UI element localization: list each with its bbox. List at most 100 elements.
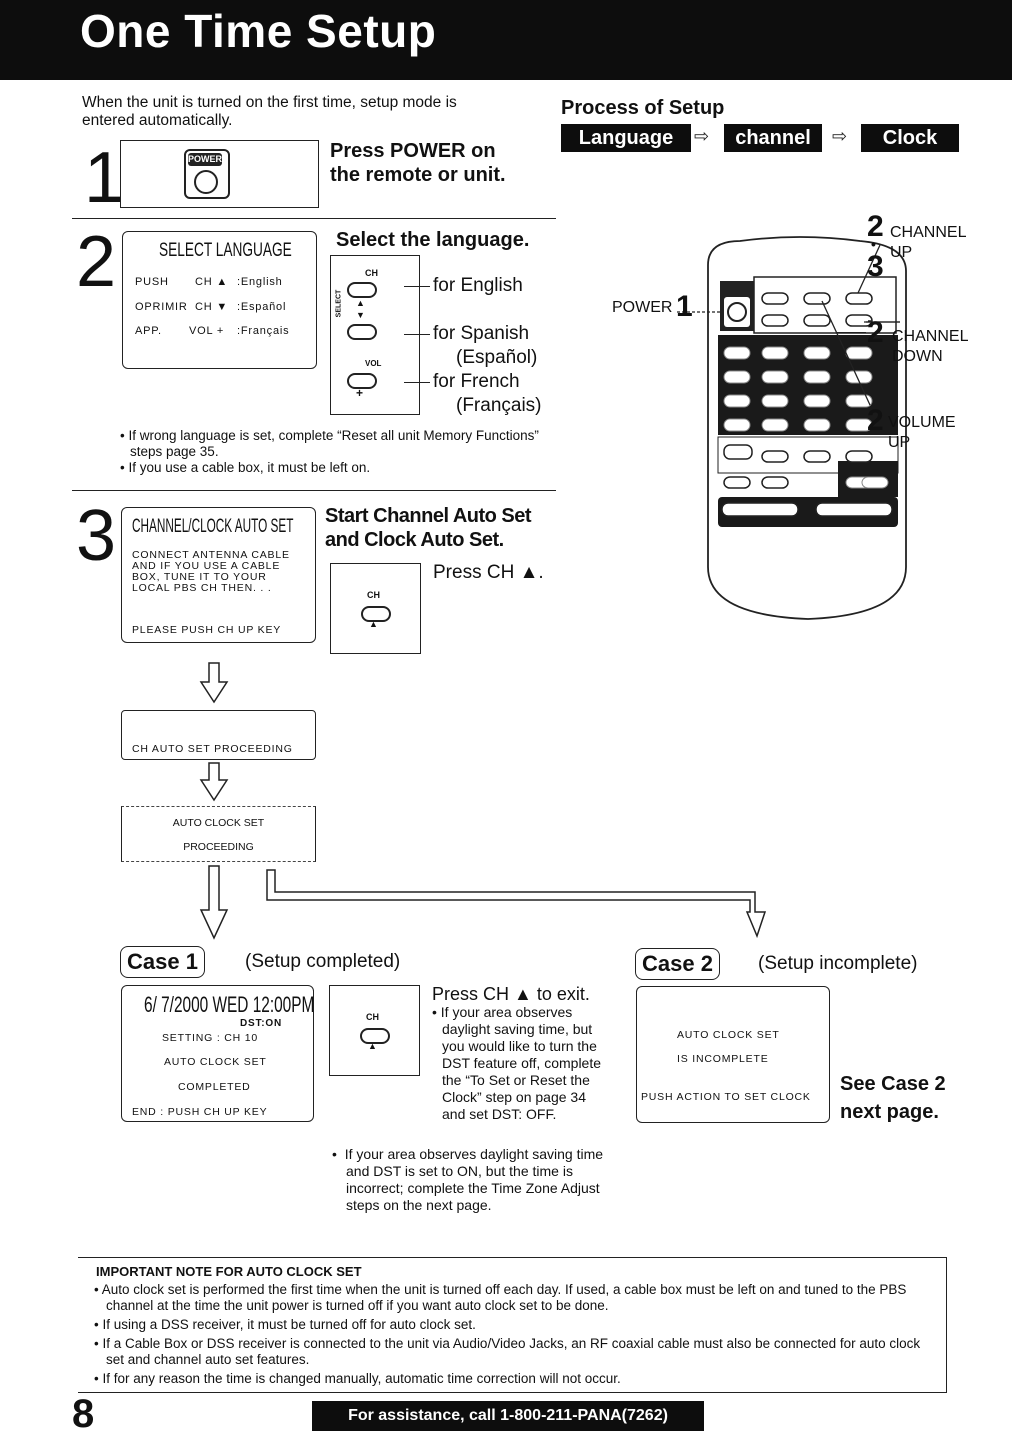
remote-callout-num: 2 (867, 404, 884, 437)
osd-row-value: :Español (237, 301, 287, 313)
osd-line: AUTO CLOCK SET (172, 817, 265, 829)
remote-callout-power-num: 1 (676, 290, 693, 323)
osd-row-key: VOL + (189, 325, 225, 337)
intro-text: When the unit is turned on the first tim… (82, 94, 457, 129)
note-text: If your area observes daylight saving ti… (440, 1004, 602, 1122)
remote-callout-num: 2 (867, 210, 884, 243)
remote-callout-label: VOLUME (888, 414, 956, 431)
ch-down-key[interactable] (347, 324, 377, 340)
branch-right-arrow-icon (266, 869, 767, 939)
remote-callout-label: CHANNEL (890, 224, 967, 241)
osd-footer: PLEASE PUSH CH UP KEY (132, 624, 282, 636)
note-item: • If wrong language is set, complete “Re… (120, 428, 539, 459)
osd-row-key: CH ▲ (195, 276, 229, 288)
remote-callout-num: 2 (867, 316, 884, 349)
leader-line (404, 286, 430, 287)
osd-footer: PUSH ACTION TO SET CLOCK (641, 1091, 811, 1103)
osd-case1: 6/ 7/2000 WED 12:00PM DST:ON SETTING : C… (121, 985, 314, 1122)
note-text: If wrong language is set, complete “Rese… (128, 428, 539, 459)
step3-key-box: CH ▲ (330, 563, 421, 654)
step3-press: Press CH ▲. (433, 562, 544, 583)
osd-line: AND IF YOU USE A CABLE (132, 560, 281, 572)
osd-line: LOCAL PBS CH THEN. . . (132, 582, 272, 594)
ch-key-label: CH (365, 268, 378, 278)
option-french: for French (433, 371, 520, 392)
down-arrow-icon (199, 865, 229, 940)
case1-key-box: CH ▲ (329, 985, 420, 1076)
osd-line: AUTO CLOCK SET (164, 1056, 267, 1068)
remote-callout-label: UP (888, 434, 911, 451)
option-french-native: (Français) (456, 395, 542, 416)
vol-key-label: VOL (365, 359, 382, 368)
osd-auto-clock-set-proceeding: AUTO CLOCK SET PROCEEDING (121, 806, 316, 862)
note-text: Auto clock set is performed the first ti… (101, 1282, 907, 1313)
up-triangle-icon: ▲ (369, 619, 378, 629)
note-item: • If you use a cable box, it must be lef… (120, 460, 371, 475)
remote-callout-power-label: POWER (612, 299, 673, 316)
down-triangle-icon: ▼ (356, 310, 365, 320)
note-text: If for any reason the time is changed ma… (102, 1371, 621, 1386)
case1-press: Press CH ▲ to exit. (432, 984, 590, 1004)
osd-setting: SETTING : CH 10 (162, 1032, 259, 1044)
osd-line: CONNECT ANTENNA CABLE (132, 549, 290, 561)
leader-line (404, 334, 430, 335)
ch-up-key[interactable] (347, 282, 377, 298)
power-button[interactable]: POWER (184, 149, 230, 199)
osd-title: SELECT LANGUAGE (159, 240, 292, 261)
important-note-item: • If using a DSS receiver, it must be tu… (94, 1317, 476, 1332)
select-label: SELECT (335, 289, 343, 318)
page-title: One Time Setup (80, 5, 437, 57)
osd-row-label: PUSH (135, 276, 169, 288)
osd-row-key: CH ▼ (195, 301, 229, 313)
note-text: If your area observes daylight saving ti… (344, 1146, 604, 1213)
step2-instruction: Select the language. (336, 229, 530, 251)
case2-label: Case 2 (635, 948, 720, 980)
remote-control-diagram (677, 236, 907, 620)
case1-label: Case 1 (120, 946, 205, 978)
down-arrow-icon (199, 762, 229, 802)
important-note-item: • Auto clock set is performed the first … (94, 1282, 907, 1313)
bullet: • (871, 236, 876, 252)
hollow-right-arrow-icon: ⇨ (832, 126, 848, 146)
step1-instruction: Press POWER on the remote or unit. (330, 140, 506, 186)
remote-power-button (727, 302, 747, 322)
osd-line: COMPLETED (178, 1081, 251, 1093)
osd-case2: AUTO CLOCK SET IS INCOMPLETE PUSH ACTION… (636, 986, 830, 1123)
case2-see-next-page: See Case 2 next page. (840, 1073, 946, 1123)
up-triangle-icon: ▲ (356, 298, 365, 308)
ch-up-key[interactable] (360, 1028, 390, 1044)
osd-line: PROCEEDING (183, 841, 254, 853)
step1-power-key-box: POWER (120, 140, 319, 208)
note-text: If using a DSS receiver, it must be turn… (102, 1317, 476, 1332)
osd-ch-auto-set-proceeding: CH AUTO SET PROCEEDING (121, 710, 316, 760)
process-step-clock: Clock (861, 124, 959, 152)
osd-row-label: OPRIMIR (135, 301, 188, 313)
case1-note2: • If your area observes daylight saving … (332, 1146, 604, 1213)
osd-line: AUTO CLOCK SET (677, 1029, 780, 1041)
important-note-title: IMPORTANT NOTE FOR AUTO CLOCK SET (96, 1264, 362, 1279)
process-title: Process of Setup (561, 97, 725, 119)
power-button-label: POWER (188, 153, 223, 166)
osd-line: CH AUTO SET PROCEEDING (132, 743, 293, 755)
step3-instruction: Start Channel Auto Set and Clock Auto Se… (325, 505, 532, 551)
osd-channel-clock-auto-set: CHANNEL/CLOCK AUTO SET CONNECT ANTENNA C… (121, 507, 316, 643)
process-step-channel: channel (724, 124, 822, 152)
osd-row: PUSH (135, 276, 169, 288)
step2-notes: • If wrong language is set, complete “Re… (120, 428, 560, 476)
osd-dst: DST:ON (240, 1018, 283, 1029)
important-note-item: • If a Cable Box or DSS receiver is conn… (94, 1336, 921, 1367)
divider (72, 490, 556, 491)
option-spanish: for Spanish (433, 323, 530, 344)
osd-row-value: :English (237, 276, 283, 288)
step1-number: 1 (84, 138, 125, 218)
ch-up-key[interactable] (361, 606, 391, 622)
osd-body: CONNECT ANTENNA CABLE AND IF YOU USE A C… (132, 550, 290, 594)
osd-footer: END : PUSH CH UP KEY (132, 1106, 268, 1118)
page-number: 8 (72, 1392, 95, 1436)
note-text: If you use a cable box, it must be left … (128, 460, 371, 475)
vol-up-key[interactable] (347, 373, 377, 389)
osd-row-value: :Français (237, 325, 290, 337)
remote-callout-label: DOWN (892, 348, 943, 365)
osd-line: IS INCOMPLETE (677, 1053, 769, 1065)
remote-callout-label: CHANNEL (892, 328, 969, 345)
